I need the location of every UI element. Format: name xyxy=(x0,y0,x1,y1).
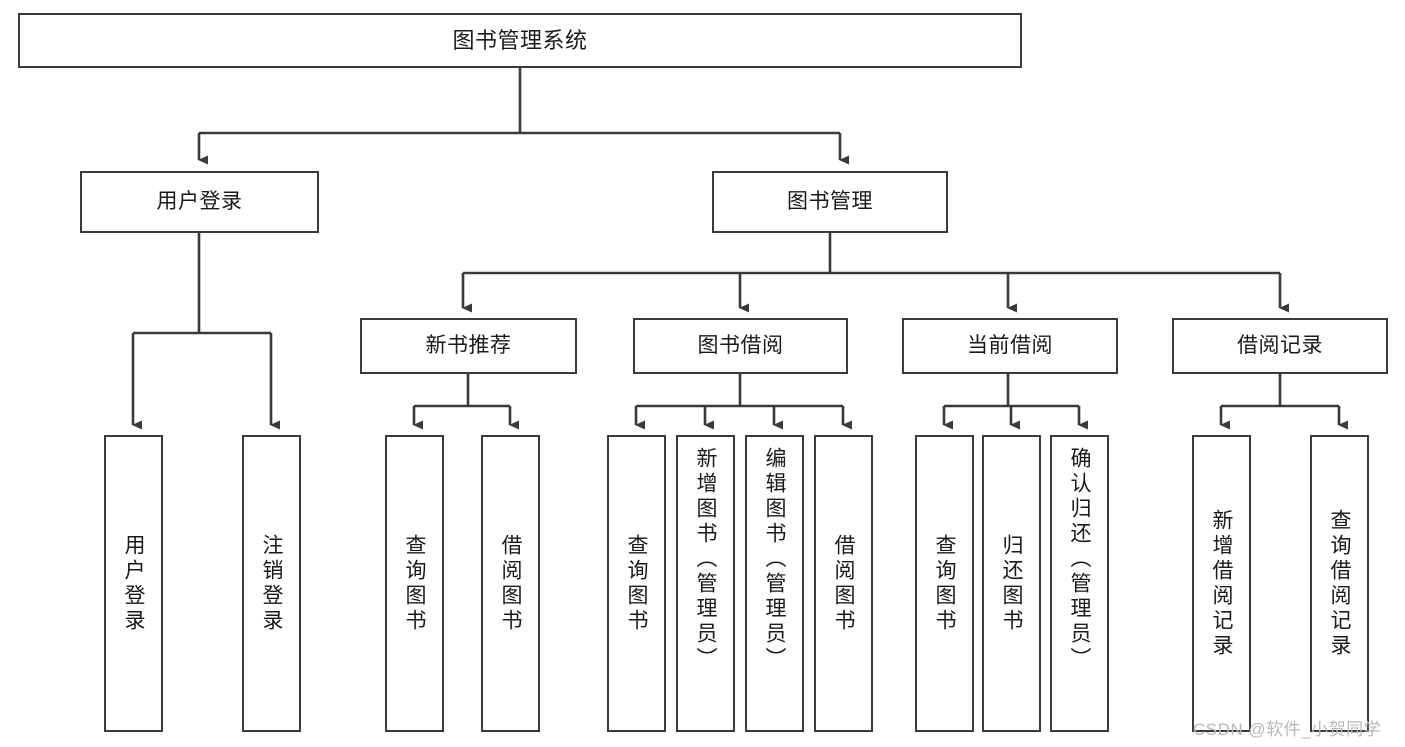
node-label: 查询借阅记录 xyxy=(1328,508,1351,659)
leaf-borrow-book-recommend[interactable]: 借阅图书 xyxy=(481,435,540,732)
node-book-borrow[interactable]: 图书借阅 xyxy=(633,318,848,374)
node-user-login[interactable]: 用户登录 xyxy=(80,171,319,233)
node-label: 用户登录 xyxy=(156,189,243,213)
node-label: 归还图书 xyxy=(1000,533,1023,634)
leaf-query-book-recommend[interactable]: 查询图书 xyxy=(385,435,444,732)
leaf-add-book-admin[interactable]: 新增图书（管理员） xyxy=(676,435,735,732)
node-label: 用户登录 xyxy=(122,533,145,634)
node-label: 新书推荐 xyxy=(425,333,512,357)
leaf-query-borrow-record[interactable]: 查询借阅记录 xyxy=(1310,435,1369,732)
node-label: 确认归还（管理员） xyxy=(1068,447,1091,672)
node-label: 图书管理系统 xyxy=(452,27,588,53)
node-label: 注销登录 xyxy=(260,533,283,634)
leaf-borrow-book[interactable]: 借阅图书 xyxy=(814,435,873,732)
node-book-management[interactable]: 图书管理 xyxy=(712,171,948,233)
node-label: 借阅图书 xyxy=(499,533,522,634)
node-root-system[interactable]: 图书管理系统 xyxy=(18,13,1022,68)
node-new-book-recommend[interactable]: 新书推荐 xyxy=(360,318,577,374)
leaf-edit-book-admin[interactable]: 编辑图书（管理员） xyxy=(745,435,804,732)
node-label: 当前借阅 xyxy=(967,333,1053,357)
node-label: 编辑图书（管理员） xyxy=(763,447,786,672)
node-label: 查询图书 xyxy=(403,533,426,634)
node-borrow-record[interactable]: 借阅记录 xyxy=(1172,318,1388,374)
leaf-return-book[interactable]: 归还图书 xyxy=(982,435,1041,732)
leaf-user-login[interactable]: 用户登录 xyxy=(104,435,163,732)
node-label: 图书管理 xyxy=(787,189,873,213)
leaf-confirm-return-admin[interactable]: 确认归还（管理员） xyxy=(1050,435,1109,732)
csdn-watermark: CSDN @软件_小贺同学 xyxy=(1193,720,1382,739)
node-label: 借阅记录 xyxy=(1237,333,1323,357)
leaf-query-book-borrow[interactable]: 查询图书 xyxy=(607,435,666,732)
leaf-add-borrow-record[interactable]: 新增借阅记录 xyxy=(1192,435,1251,732)
node-label: 新增图书（管理员） xyxy=(694,447,717,672)
leaf-query-book-current[interactable]: 查询图书 xyxy=(915,435,974,732)
node-current-borrow[interactable]: 当前借阅 xyxy=(902,318,1118,374)
node-label: 借阅图书 xyxy=(832,533,855,634)
node-label: 查询图书 xyxy=(933,533,956,634)
node-label: 查询图书 xyxy=(625,533,648,634)
node-label: 图书借阅 xyxy=(697,333,784,357)
node-label: 新增借阅记录 xyxy=(1210,508,1233,659)
leaf-logout[interactable]: 注销登录 xyxy=(242,435,301,732)
